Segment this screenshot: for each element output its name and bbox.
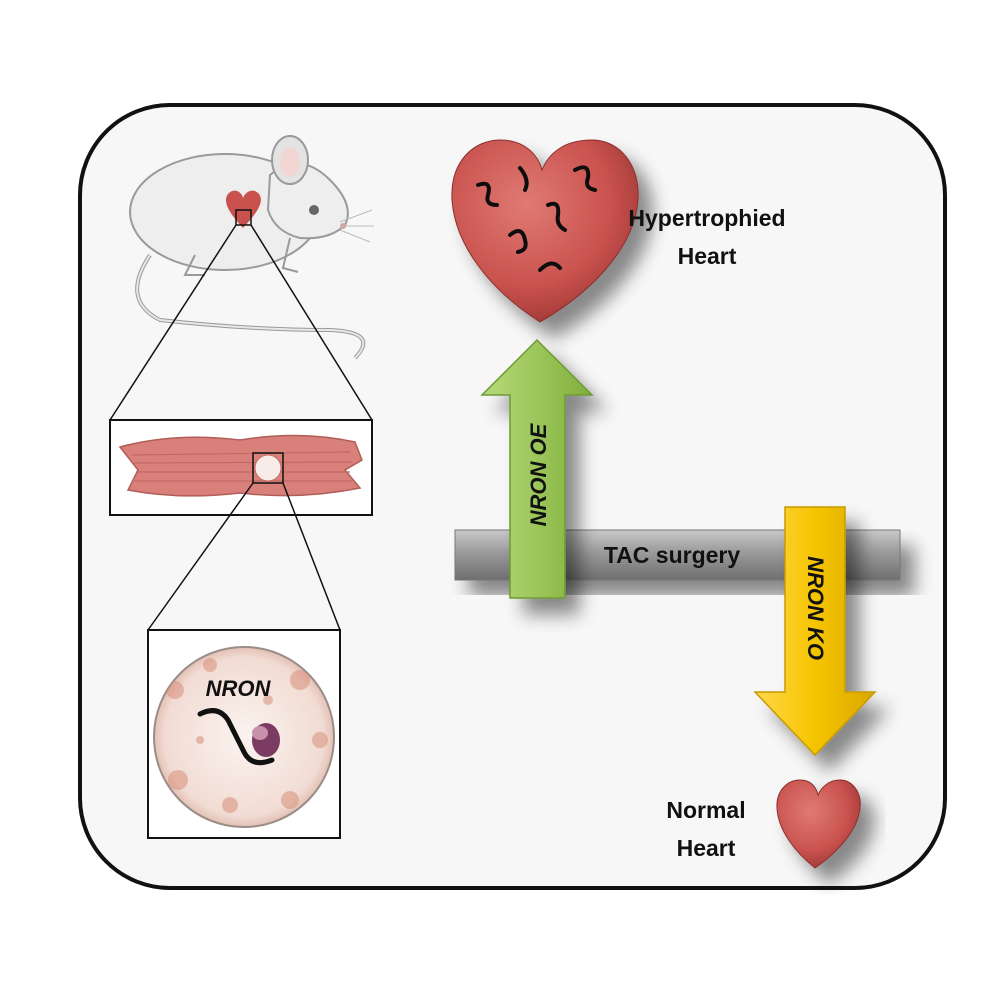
nron-oe-arrow xyxy=(480,338,594,599)
nron-ko-label: NRON KO xyxy=(803,556,828,660)
hypertrophied-label-line1: Hypertrophied xyxy=(628,205,785,231)
tac-surgery-label: TAC surgery xyxy=(604,542,741,568)
hypertrophied-heart-icon xyxy=(451,139,639,323)
normal-label-line2: Heart xyxy=(677,835,736,861)
nron-ko-arrow xyxy=(753,506,877,757)
hypertrophied-label-line2: Heart xyxy=(678,243,737,269)
normal-label-line1: Normal xyxy=(666,797,745,823)
nron-oe-label: NRON OE xyxy=(526,422,551,526)
mouse-illustration xyxy=(129,135,374,360)
cardiomyocyte-illustration xyxy=(109,419,373,516)
normal-heart-icon xyxy=(776,779,861,869)
nron-inset-label: NRON xyxy=(206,676,272,701)
lncrna-strand-icon xyxy=(197,708,275,766)
nucleus-illustration: NRON xyxy=(147,629,341,839)
